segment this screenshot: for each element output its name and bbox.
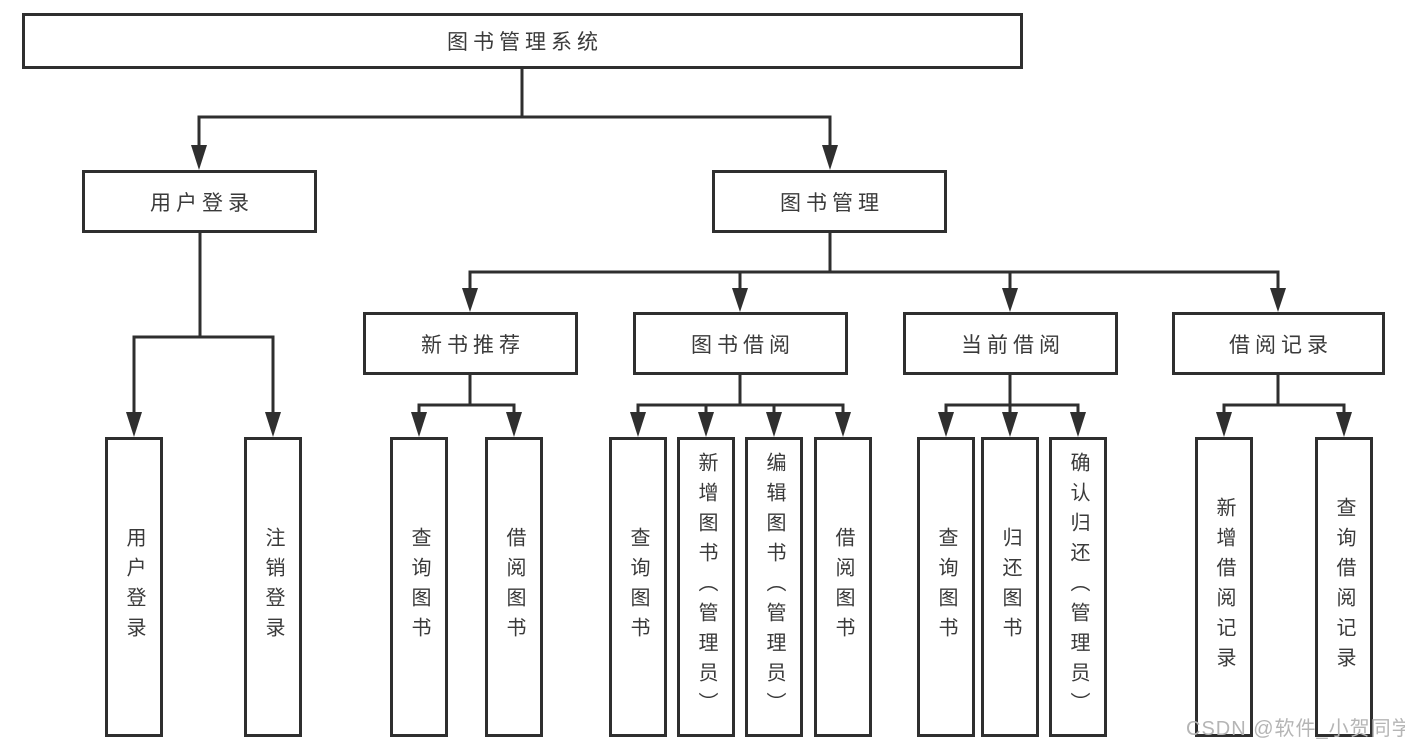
leaf-user-login: 用户登录 [105, 437, 163, 737]
leaf-return-book: 归还图书 [981, 437, 1039, 737]
leaf-add-book-admin: 新增图书（管理员） [677, 437, 735, 737]
leaf-add-book-admin-label: 新增图书（管理员） [695, 452, 717, 722]
edge-borrowrecord-to-leaves [1216, 373, 1352, 437]
leaf-query-book-borrow-label: 查询图书 [627, 527, 649, 647]
node-borrow-record: 借阅记录 [1172, 312, 1385, 375]
leaf-borrow-book-borrow: 借阅图书 [814, 437, 872, 737]
edge-bookborrow-to-leaves [630, 373, 851, 437]
leaf-return-book-label: 归还图书 [999, 527, 1021, 647]
leaf-user-login-label: 用户登录 [123, 527, 145, 647]
node-new-book-recommend-label: 新书推荐 [421, 333, 525, 357]
node-new-book-recommend: 新书推荐 [363, 312, 578, 375]
leaf-query-borrow-record-label: 查询借阅记录 [1333, 497, 1355, 677]
node-user-login-label: 用户登录 [150, 191, 254, 215]
edge-bookmgmt-to-level3 [462, 231, 1286, 312]
node-user-login: 用户登录 [82, 170, 317, 233]
leaf-edit-book-admin-label: 编辑图书（管理员） [763, 452, 785, 722]
node-book-management-label: 图书管理 [780, 191, 884, 215]
node-book-borrow-label: 图书借阅 [691, 333, 795, 357]
edge-newbook-to-leaves [411, 373, 522, 437]
node-root: 图书管理系统 [22, 13, 1023, 69]
leaf-logout-login-label: 注销登录 [262, 527, 284, 647]
leaf-borrow-book-borrow-label: 借阅图书 [832, 527, 854, 647]
leaf-query-book-recommend-label: 查询图书 [408, 527, 430, 647]
leaf-query-book-current-label: 查询图书 [935, 527, 957, 647]
leaf-query-book-recommend: 查询图书 [390, 437, 448, 737]
edge-currentborrow-to-leaves [938, 373, 1086, 437]
node-current-borrow-label: 当前借阅 [961, 333, 1065, 357]
edge-userlogin-to-leaves [126, 231, 281, 437]
leaf-edit-book-admin: 编辑图书（管理员） [745, 437, 803, 737]
node-borrow-record-label: 借阅记录 [1229, 333, 1333, 357]
leaf-confirm-return-admin-label: 确认归还（管理员） [1067, 452, 1089, 722]
leaf-add-borrow-record: 新增借阅记录 [1195, 437, 1253, 737]
leaf-borrow-book-recommend: 借阅图书 [485, 437, 543, 737]
node-book-borrow: 图书借阅 [633, 312, 848, 375]
edge-root-to-level2 [191, 67, 838, 170]
leaf-add-borrow-record-label: 新增借阅记录 [1213, 497, 1235, 677]
leaf-query-borrow-record: 查询借阅记录 [1315, 437, 1373, 737]
leaf-query-book-current: 查询图书 [917, 437, 975, 737]
node-book-management: 图书管理 [712, 170, 947, 233]
node-root-label: 图书管理系统 [447, 31, 603, 54]
leaf-borrow-book-recommend-label: 借阅图书 [503, 527, 525, 647]
leaf-confirm-return-admin: 确认归还（管理员） [1049, 437, 1107, 737]
node-current-borrow: 当前借阅 [903, 312, 1118, 375]
leaf-query-book-borrow: 查询图书 [609, 437, 667, 737]
csdn-watermark: CSDN @软件_小贺同学 [1186, 718, 1405, 740]
leaf-logout-login: 注销登录 [244, 437, 302, 737]
